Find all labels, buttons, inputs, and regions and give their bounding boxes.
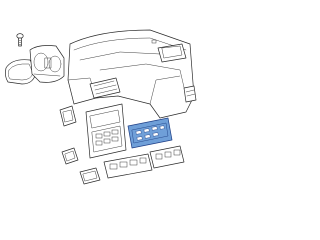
heater-control-unit[interactable] (127, 117, 173, 149)
center-stack-bezel[interactable] (85, 103, 127, 159)
instrument-cluster[interactable] (29, 45, 65, 83)
side-connector[interactable] (183, 85, 197, 103)
dashboard-panel (67, 29, 195, 119)
instrument-cluster-lens[interactable] (4, 59, 37, 85)
parts-diagram (4, 29, 197, 185)
small-switch[interactable] (61, 147, 79, 165)
diagram-canvas (4, 29, 197, 185)
knee-panel[interactable] (59, 105, 77, 127)
screw[interactable] (16, 33, 24, 47)
radio-unit[interactable] (151, 39, 187, 63)
bottom-switch[interactable] (79, 167, 101, 185)
upper-bezel[interactable] (89, 77, 121, 99)
lower-switch-panel[interactable] (103, 153, 153, 179)
side-switch-panel[interactable] (149, 145, 185, 169)
